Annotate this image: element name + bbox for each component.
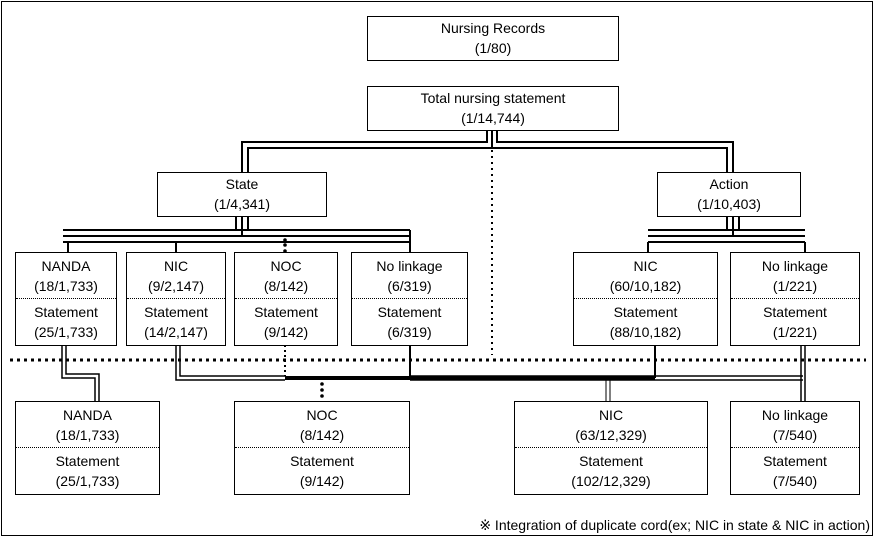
nursing-records-box: Nursing Records (1/80) [367,16,619,61]
box-count: (6/319) [387,278,432,294]
box-label: Total nursing statement [420,90,566,106]
triple-connector-state [63,217,411,253]
box-label: NOC [306,407,338,423]
action-no-linkage-box: No linkage (1/221) Statement (1/221) [730,252,860,346]
box-code-section: No linkage (7/540) [731,402,859,448]
box-statement-section: Statement (14/2,147) [127,299,225,345]
box-statement-section: Statement (25/1,733) [16,448,159,494]
box-label: No linkage [761,258,829,274]
statement-count: (14/2,147) [144,324,208,340]
total-statement-box: Total nursing statement (1/14,744) [367,86,619,131]
nic-double-connector [175,345,285,381]
box-label: No linkage [376,258,443,274]
box-count: (8/142) [299,427,345,443]
statement-count: (9/142) [263,324,309,340]
footnote: ※ Integration of duplicate cord(ex; NIC … [479,517,870,533]
box-label: Nursing Records [440,20,546,36]
box-count: (1/221) [772,278,818,294]
state-no-linkage-box: No linkage (6/319) Statement (6/319) [351,252,468,346]
statement-count: (88/10,182) [609,324,682,340]
nanda-connector [61,345,100,401]
box-statement-section: Statement (102/12,329) [515,448,707,494]
box-code-section: NIC (9/2,147) [127,253,225,299]
statement-label: Statement [613,304,678,320]
state-nic-box: NIC (9/2,147) Statement (14/2,147) [126,252,226,346]
statement-count: (7/540) [772,473,818,489]
statement-label: Statement [763,304,827,320]
box-label: State [225,176,259,192]
box-label: NANDA [62,407,112,423]
box-count: (8/142) [263,278,309,294]
box-label: NOC [270,258,302,274]
box-label: NIC [633,258,658,274]
statement-label: Statement [290,453,354,469]
box-statement-section: Statement (9/142) [235,299,337,345]
box-code-section: NANDA (18/1,733) [16,253,116,299]
box-count: (18/1,733) [55,427,120,443]
statement-count: (1/221) [772,324,818,340]
integrated-nanda-box: NANDA (18/1,733) Statement (25/1,733) [15,401,160,495]
integrated-noc-box: NOC (8/142) Statement (9/142) [234,401,410,495]
statement-label: Statement [763,453,827,469]
statement-count: (102/12,329) [571,473,651,489]
box-count: (60/10,182) [609,278,682,294]
box-statement-section: Statement (7/540) [731,448,859,494]
box-statement-section: Statement (1/221) [731,299,859,345]
integrated-no-linkage-box: No linkage (7/540) Statement (7/540) [730,401,860,495]
state-box: State (1/4,341) [157,172,327,217]
box-statement-section: Statement (25/1,733) [16,299,116,345]
statement-label: Statement [55,453,120,469]
box-code-section: NANDA (18/1,733) [16,402,159,448]
statement-label: Statement [254,304,318,320]
box-code-section: NIC (60/10,182) [574,253,717,299]
box-count: (7/540) [772,427,818,443]
box-label: No linkage [761,407,829,423]
box-count: (1/10,403) [697,196,761,212]
action-box: Action (1/10,403) [657,172,801,217]
integrated-nic-box: NIC (63/12,329) Statement (102/12,329) [514,401,708,495]
box-code-section: No linkage (6/319) [352,253,467,299]
box-count: (1/80) [474,40,512,56]
statement-label: Statement [377,304,442,320]
statement-count: (9/142) [299,473,345,489]
statement-count: (6/319) [387,324,432,340]
statement-label: Statement [34,304,98,320]
box-count: (1/4,341) [213,196,271,212]
state-noc-box: NOC (8/142) Statement (9/142) [234,252,338,346]
box-statement-section: Statement (9/142) [235,448,409,494]
box-count: (63/12,329) [575,427,647,443]
statement-count: (25/1,733) [34,324,98,340]
box-count: (9/2,147) [147,278,205,294]
box-label: NIC [163,258,189,274]
action-nic-box: NIC (60/10,182) Statement (88/10,182) [573,252,718,346]
box-statement-section: Statement (6/319) [352,299,467,345]
box-statement-section: Statement (88/10,182) [574,299,717,345]
statement-label: Statement [144,304,208,320]
box-label: Action [709,176,749,192]
statement-count: (25/1,733) [55,473,120,489]
triple-connector-action [647,217,806,253]
box-code-section: NOC (8/142) [235,402,409,448]
statement-label: Statement [579,453,643,469]
box-label: NANDA [41,258,91,274]
box-label: NIC [598,407,624,423]
box-code-section: NIC (63/12,329) [515,402,707,448]
box-code-section: NOC (8/142) [235,253,337,299]
triple-connector-total [241,130,734,173]
box-count: (1/14,744) [461,110,525,126]
box-code-section: No linkage (1/221) [731,253,859,299]
box-count: (18/1,733) [34,278,98,294]
state-nanda-box: NANDA (18/1,733) Statement (25/1,733) [15,252,117,346]
